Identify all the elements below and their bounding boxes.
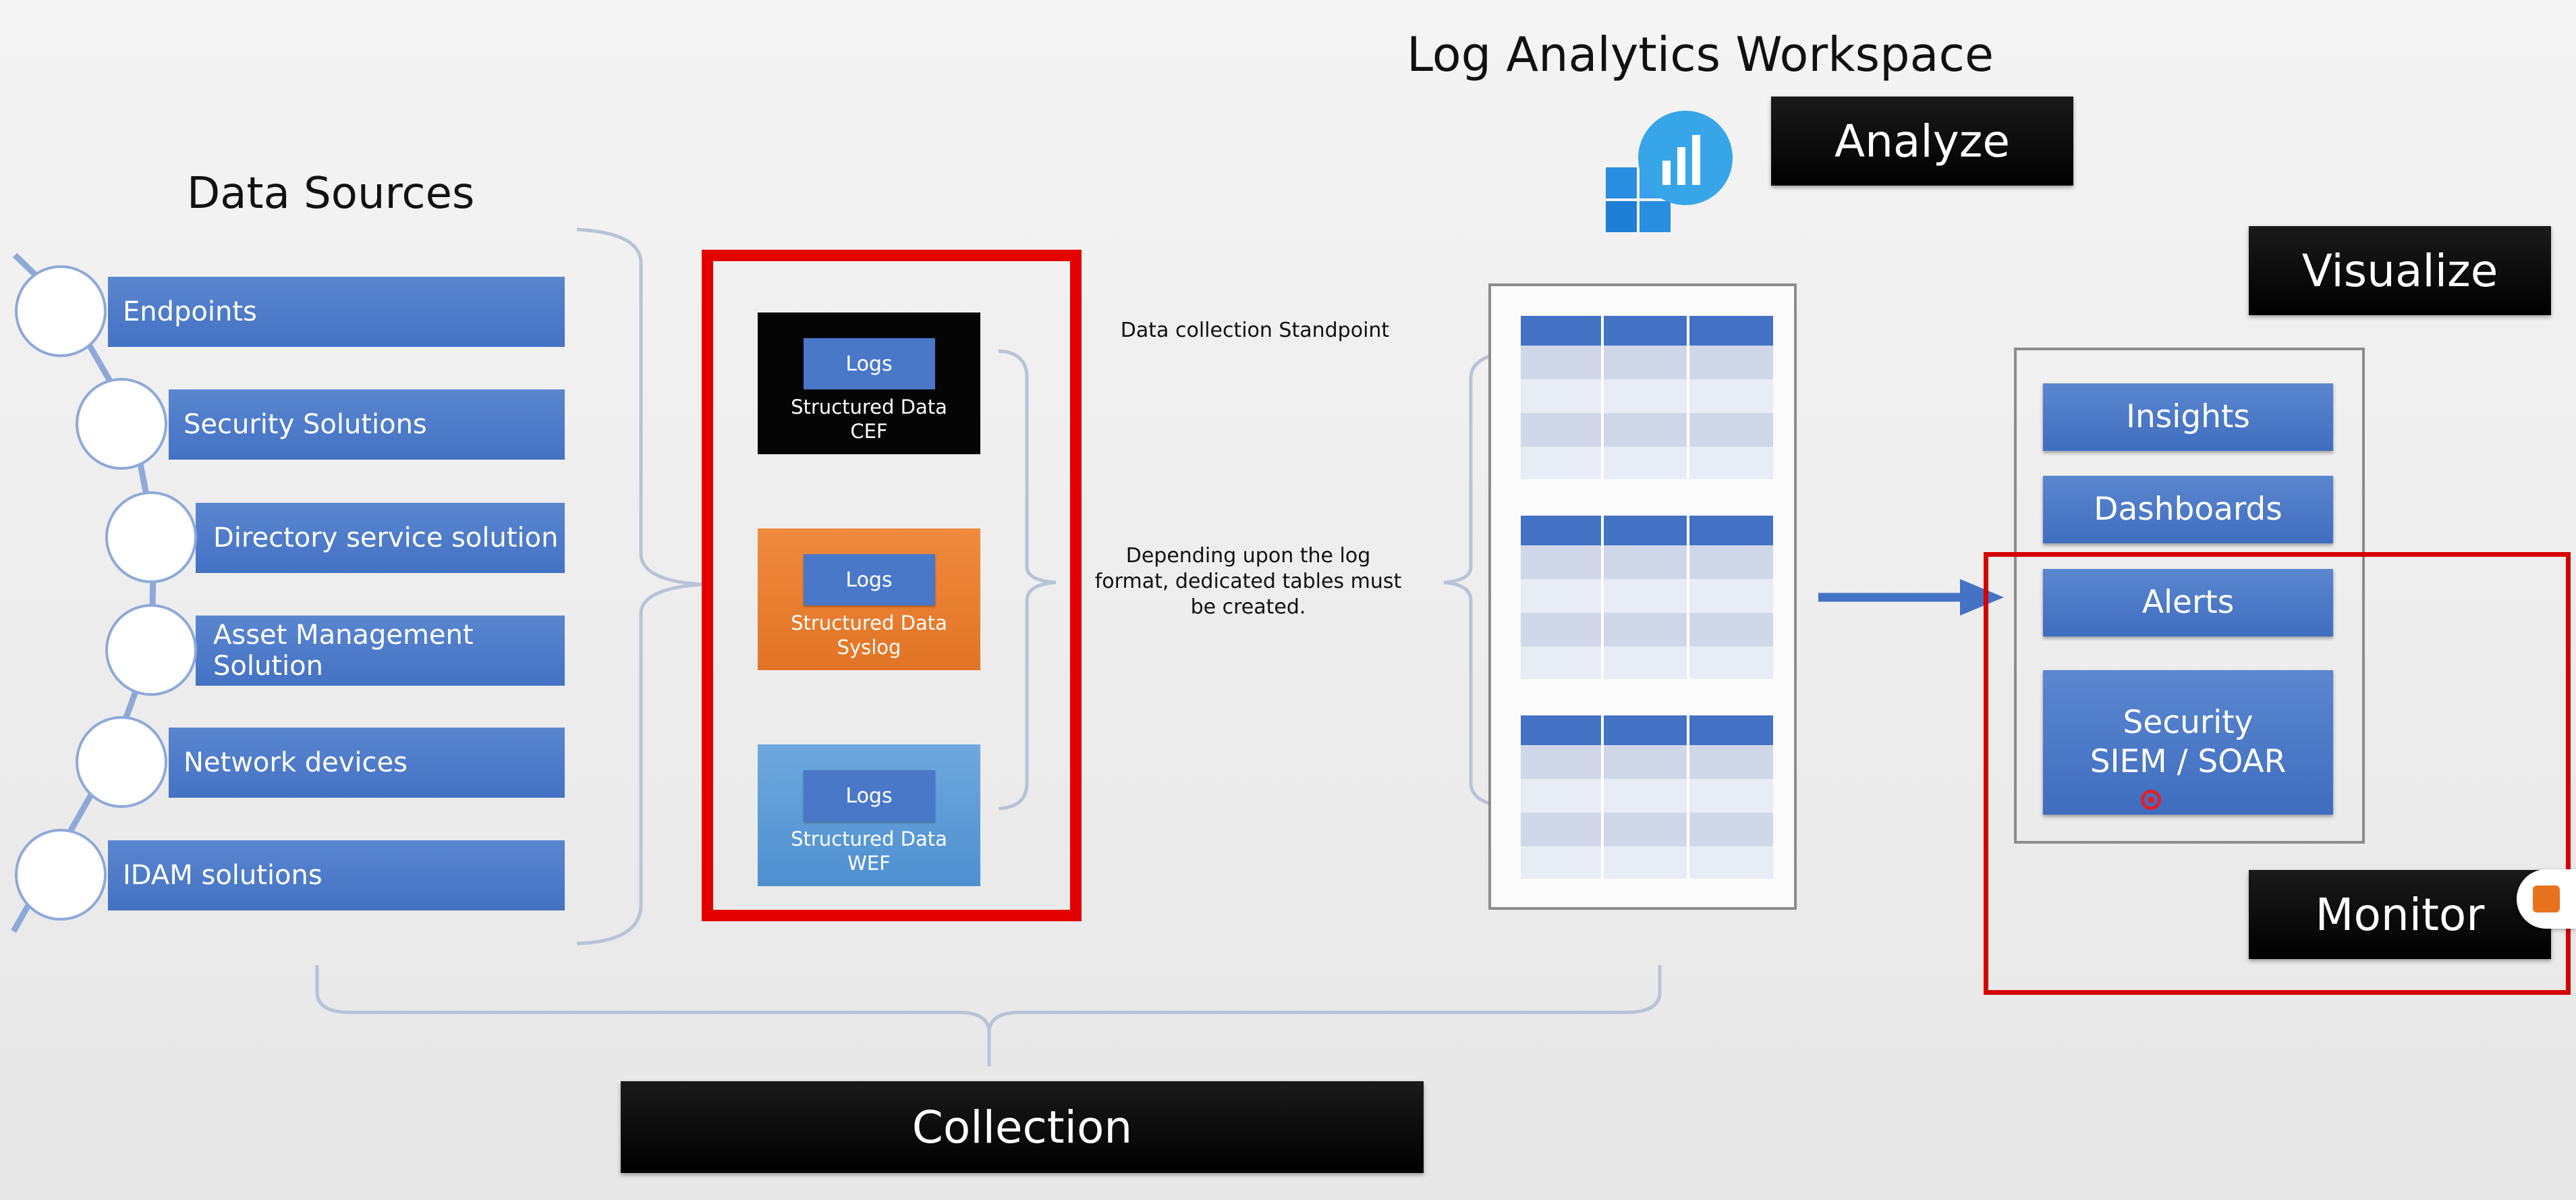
table-3 [1521,715,1773,879]
source-label: Directory service solution [213,522,559,553]
log-card-wef: Logs Structured Data WEF [758,744,980,886]
source-label: Asset Management Solution [213,620,474,682]
logs-button: Logs [803,338,935,389]
source-circle [105,604,197,696]
log-card-line2: WEF [847,852,891,875]
source-circle [15,829,107,921]
table-1 [1521,316,1773,479]
source-asset-management: Asset Management Solution [196,616,565,686]
dashboards-button: Dashboards [2043,476,2333,543]
collection-highlight-box [702,250,1082,921]
workspace-title: Log Analytics Workspace [1407,27,1994,82]
data-sources-brace [576,227,702,946]
collection-label: Collection [621,1081,1424,1173]
visualize-box [2014,348,2365,844]
source-label: IDAM solutions [123,860,323,891]
logs-button: Logs [803,770,935,821]
workspace-brace [1443,349,1525,811]
tables-note-line2: format, dedicated tables must [1094,570,1402,593]
log-card-text: Structured Data WEF [791,827,947,875]
source-network-devices: Network devices [169,728,565,798]
visualize-label: Visualize [2249,226,2551,315]
insights-button: Insights [2043,383,2333,451]
tables-note-line3: be created. [1190,595,1306,619]
tables-note-line1: Depending upon the log [1125,544,1371,568]
source-security-solutions: Security Solutions [169,389,565,460]
source-label: Security Solutions [184,409,427,440]
log-analytics-icon [1606,111,1733,232]
source-circle [76,716,167,808]
log-cards-brace [998,349,1057,811]
log-card-line1: Structured Data [791,396,947,418]
workspace-tables [1521,316,1773,879]
log-card-text: Structured Data Syslog [791,611,947,659]
source-label: Endpoints [123,296,257,327]
source-circle [15,265,107,357]
tables-note: Depending upon the log format, dedicated… [1086,543,1410,620]
log-card-line2: CEF [850,420,888,443]
monitor-label: Monitor [2249,870,2551,959]
table-2 [1521,516,1773,679]
source-circle [76,378,167,470]
log-card-line1: Structured Data [791,611,947,634]
monitor-highlight-box [1984,552,2571,995]
widget-icon [2533,885,2560,912]
source-idam: IDAM solutions [108,840,565,910]
alerts-button: Alerts [2043,569,2333,636]
data-sources-title: Data Sources [187,169,475,219]
log-card-text: Structured Data CEF [791,395,947,443]
source-circle [105,491,197,583]
log-card-line1: Structured Data [791,827,947,850]
pointer-marker-icon [2141,790,2161,810]
security-line1: Security [2123,704,2253,741]
security-siem-soar-button: Security SIEM / SOAR [2043,670,2333,815]
source-label: Network devices [184,747,408,778]
logs-button: Logs [803,554,935,605]
log-card-line2: Syslog [837,636,901,659]
source-endpoints: Endpoints [108,277,565,347]
arrow-head [1960,579,2004,616]
collection-brace [315,965,1662,1066]
security-line2: SIEM / SOAR [2090,743,2287,780]
log-card-cef: Logs Structured Data CEF [758,312,980,454]
workspace-box [1488,283,1797,910]
source-chain-line [11,252,157,933]
standpoint-note: Data collection Standpoint [1120,319,1390,342]
analyze-label: Analyze [1771,97,2073,186]
source-directory-service: Directory service solution [196,503,565,573]
log-card-syslog: Logs Structured Data Syslog [758,528,980,670]
side-widget[interactable] [2517,869,2576,929]
